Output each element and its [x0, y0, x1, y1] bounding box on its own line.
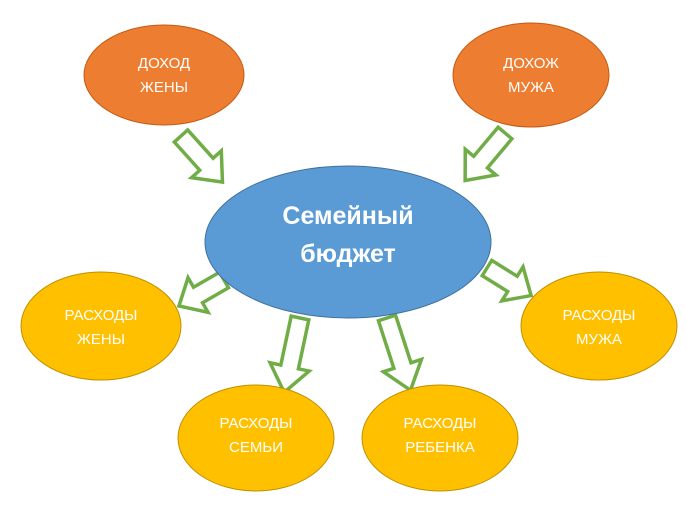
node-expenses-family: РАСХОДЫ СЕМЬИ [177, 384, 335, 492]
node-income-wife-line1: ДОХОД [138, 55, 190, 72]
node-income-husband-line1: ДОХОЖ [503, 55, 559, 72]
arrow-expenses-family [266, 314, 314, 396]
node-expenses-wife-line2: ЖЕНЫ [77, 331, 125, 348]
node-income-wife: ДОХОД ЖЕНЫ [83, 24, 245, 126]
node-income-wife-line2: ЖЕНЫ [140, 79, 188, 96]
node-expenses-child-line1: РАСХОДЫ [404, 415, 477, 432]
arrow-income-husband [463, 124, 515, 183]
node-income-husband: ДОХОЖ МУЖА [452, 22, 610, 128]
arrow-expenses-husband [479, 257, 534, 304]
node-family-budget-line1: Семейный [282, 202, 413, 230]
node-expenses-husband-line2: МУЖА [576, 331, 622, 348]
node-income-husband-line2: МУЖА [508, 79, 554, 96]
node-expenses-wife-line1: РАСХОДЫ [65, 307, 138, 324]
node-family-budget: Семейный бюджет [204, 165, 492, 319]
node-expenses-family-line2: СЕМЬИ [229, 439, 283, 456]
arrow-expenses-child [376, 313, 425, 394]
node-expenses-husband-line1: РАСХОДЫ [563, 307, 636, 324]
node-expenses-child: РАСХОДЫ РЕБЕНКА [361, 384, 519, 492]
node-expenses-husband: РАСХОДЫ МУЖА [520, 271, 678, 381]
node-family-budget-line2: бюджет [300, 240, 396, 268]
node-expenses-child-line2: РЕБЕНКА [405, 439, 474, 456]
node-expenses-wife: РАСХОДЫ ЖЕНЫ [20, 271, 182, 381]
arrow-expenses-wife [176, 269, 231, 315]
node-expenses-family-line1: РАСХОДЫ [220, 415, 293, 432]
arrow-income-wife [171, 127, 225, 185]
